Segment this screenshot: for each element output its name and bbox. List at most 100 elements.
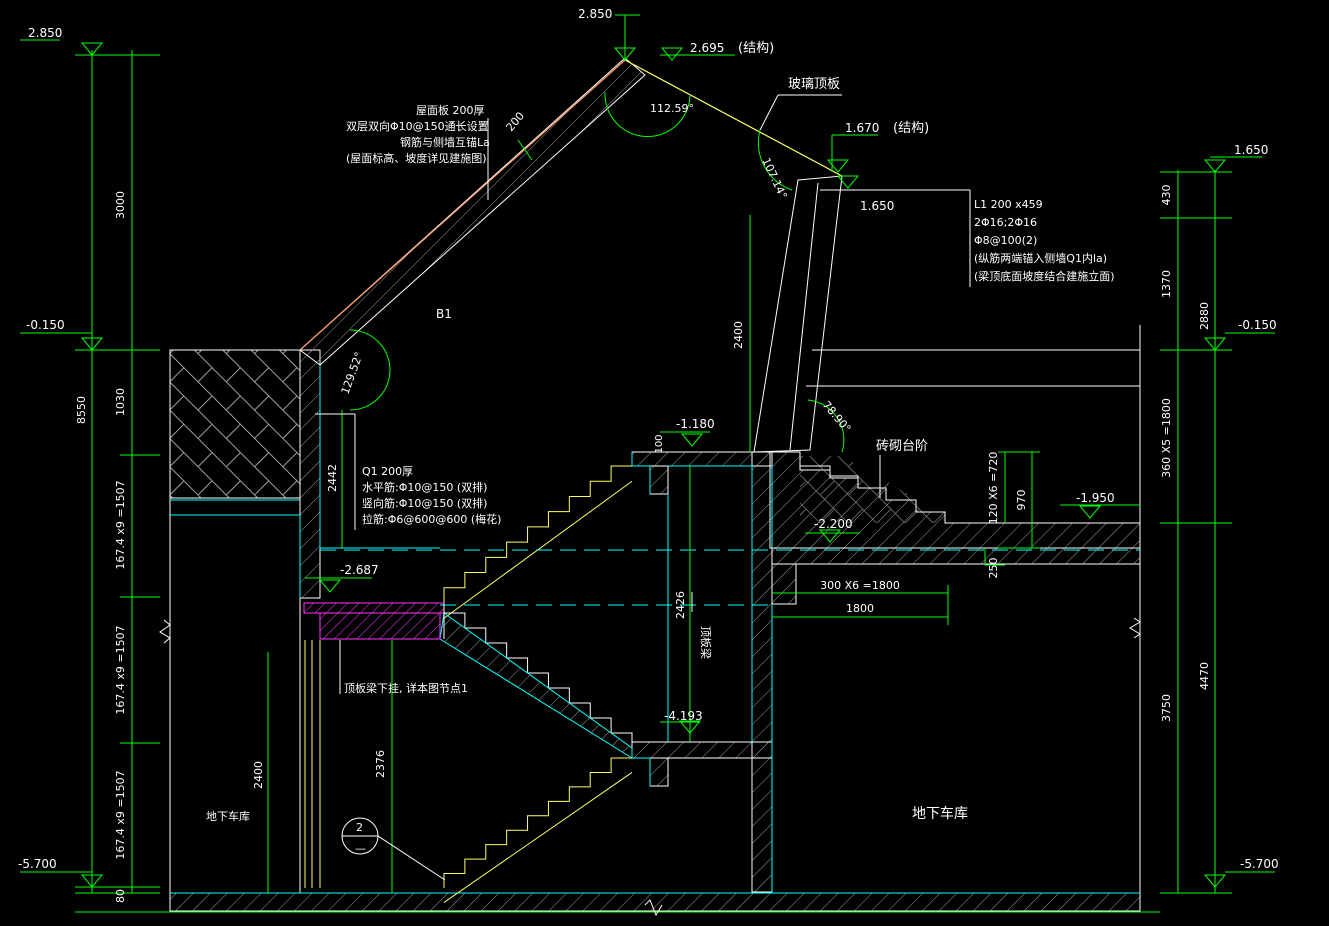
stair-flight-middle-slab xyxy=(439,612,633,759)
note-line: 屋面板 200厚 xyxy=(416,103,485,117)
label-b1: B1 xyxy=(436,307,452,321)
stair-flight-middle xyxy=(444,612,633,748)
elev-eave-beam: 1.650 xyxy=(860,199,894,213)
note-line: Φ8@100(2) xyxy=(974,234,1037,247)
dim-roof-200: 200 xyxy=(504,110,527,134)
dim-300x6: 300 X6 =1800 xyxy=(820,579,900,592)
dim-1370: 1370 xyxy=(1160,270,1173,298)
elevation-marker-icon xyxy=(678,720,702,734)
note-line: L1 200 x459 xyxy=(974,198,1043,211)
detail-callout xyxy=(341,817,379,855)
elev-top-left: 2.850 xyxy=(28,26,62,40)
dashed-guides xyxy=(320,549,1140,606)
leader-lines xyxy=(315,94,971,881)
dim-2400-top: 2400 xyxy=(732,321,745,349)
elevation-marker-icon xyxy=(613,47,637,61)
elev-landing-lower: -4.193 xyxy=(664,709,703,723)
dim-2426: 2426 xyxy=(674,591,687,619)
label-core: 顶板梁 xyxy=(699,626,713,659)
dim-2880: 2880 xyxy=(1198,302,1211,330)
note-line: 2Φ16;2Φ16 xyxy=(974,216,1037,229)
dim-flight-3: 167.4 x9 =1507 xyxy=(114,770,127,859)
dim-100: 100 xyxy=(654,434,665,453)
elevation-marker-icon xyxy=(318,579,342,593)
note-line: (纵筋两端锚入侧墙Q1内la) xyxy=(974,251,1107,265)
elev-eave-note: (结构) xyxy=(893,121,929,136)
note-line: (梁顶底面坡度结合建施立面) xyxy=(974,269,1115,283)
note-line: 双层双向Φ10@150通长设置 xyxy=(346,119,489,133)
elevation-marker-icon xyxy=(1203,337,1227,351)
label-hanging-beam: 顶板梁下挂, 详本图节点1 xyxy=(344,681,468,695)
dim-360x5: 360 X5 =1800 xyxy=(1160,398,1173,478)
elev-floor-right: -2.200 xyxy=(814,517,853,531)
dim-1030: 1030 xyxy=(114,388,127,416)
elev-ridge-struct: 2.695 xyxy=(690,41,724,55)
dimension-lines xyxy=(20,14,1275,913)
note-line: 拉筋:Φ6@600@600 (梅花) xyxy=(362,512,501,526)
stair-flight-lower xyxy=(443,757,632,888)
elevation-marker-icon xyxy=(836,175,860,189)
elev-eave-right: 1.650 xyxy=(1234,143,1268,157)
column-lines xyxy=(304,640,321,888)
elevation-marker-icon xyxy=(1078,505,1102,519)
label-garage-right: 地下车库 xyxy=(912,805,968,822)
glass-roof xyxy=(299,59,843,351)
dim-430: 430 xyxy=(1160,185,1173,206)
elev-right-ground: -0.150 xyxy=(1238,318,1277,332)
elev-bottom-right: -5.700 xyxy=(1240,857,1279,871)
angle-ridge: 112.59° xyxy=(650,102,694,115)
elevation-marker-icon xyxy=(80,874,104,888)
elev-landing-upper: -1.180 xyxy=(676,417,715,431)
elevation-marker-icon xyxy=(1203,159,1227,173)
elev-eave-struct: 1.670 xyxy=(845,121,879,135)
elev-left-ground: -0.150 xyxy=(26,318,65,332)
wall-outlines xyxy=(170,365,1140,894)
dim-flight-1: 167.4 x9 =1507 xyxy=(114,480,127,569)
angle-glass-base: 78.90° xyxy=(820,399,854,436)
mid-landing-slab xyxy=(303,602,445,640)
stair-flight-lower-soffit xyxy=(443,772,633,903)
stair-flight-upper xyxy=(443,465,632,603)
note-line: 竖向筋:Φ10@150 (双排) xyxy=(362,496,487,510)
angle-eave: 107.14° xyxy=(759,156,789,201)
dim-3750: 3750 xyxy=(1160,694,1173,722)
dim-4470: 4470 xyxy=(1198,662,1211,690)
angle-arcs xyxy=(349,91,845,453)
roof-slab-note: 屋面板 200厚 双层双向Φ10@150通长设置 钢筋与侧墙互锚La (屋面标高… xyxy=(346,103,490,165)
wall-q1-note: Q1 200厚 水平筋:Φ10@150 (双排) 竖向筋:Φ10@150 (双排… xyxy=(362,465,501,526)
brick-steps xyxy=(799,456,946,523)
dim-3000: 3000 xyxy=(114,191,127,219)
break-marks xyxy=(159,617,1141,917)
dim-2376: 2376 xyxy=(374,750,387,778)
label-garage-left: 地下车库 xyxy=(206,809,250,823)
label-brick-steps: 砖砌台阶 xyxy=(876,439,928,454)
elevation-marker-icon xyxy=(826,159,850,173)
elevation-marker-icon xyxy=(80,42,104,56)
note-line: Q1 200厚 xyxy=(362,465,413,478)
dim-1800: 1800 xyxy=(846,602,874,615)
dim-8550: 8550 xyxy=(75,396,88,424)
beam-l1-note: L1 200 x459 2Φ16;2Φ16 Φ8@100(2) (纵筋两端锚入侧… xyxy=(974,198,1115,283)
elev-ridge-note: (结构) xyxy=(738,41,774,56)
soil-hatch-left xyxy=(169,349,301,499)
elev-bottom-left: -5.700 xyxy=(18,857,57,871)
elev-steps-top: -1.950 xyxy=(1076,491,1115,505)
elevation-marker-icon xyxy=(660,47,684,61)
dim-80: 80 xyxy=(114,889,127,903)
elevation-markers xyxy=(80,42,1227,888)
detail-sub: — xyxy=(355,842,366,855)
dim-2400-low: 2400 xyxy=(252,761,265,789)
dim-2442: 2442 xyxy=(326,464,339,492)
dim-120x6: 120 X6 =720 xyxy=(987,452,1000,525)
elev-ridge: 2.850 xyxy=(578,7,612,21)
elevation-marker-icon xyxy=(80,337,104,351)
note-line: (屋面标高、坡度详见建施图) xyxy=(346,151,487,165)
angle-base: 129.52° xyxy=(339,350,366,396)
detail-number: 2 xyxy=(356,821,363,834)
elevation-marker-icon xyxy=(1203,874,1227,888)
glass-label: 玻璃顶板 xyxy=(788,77,840,92)
note-line: 钢筋与侧墙互锚La xyxy=(400,135,490,149)
dim-970: 970 xyxy=(1015,490,1028,511)
note-line: 水平筋:Φ10@150 (双排) xyxy=(362,480,487,494)
